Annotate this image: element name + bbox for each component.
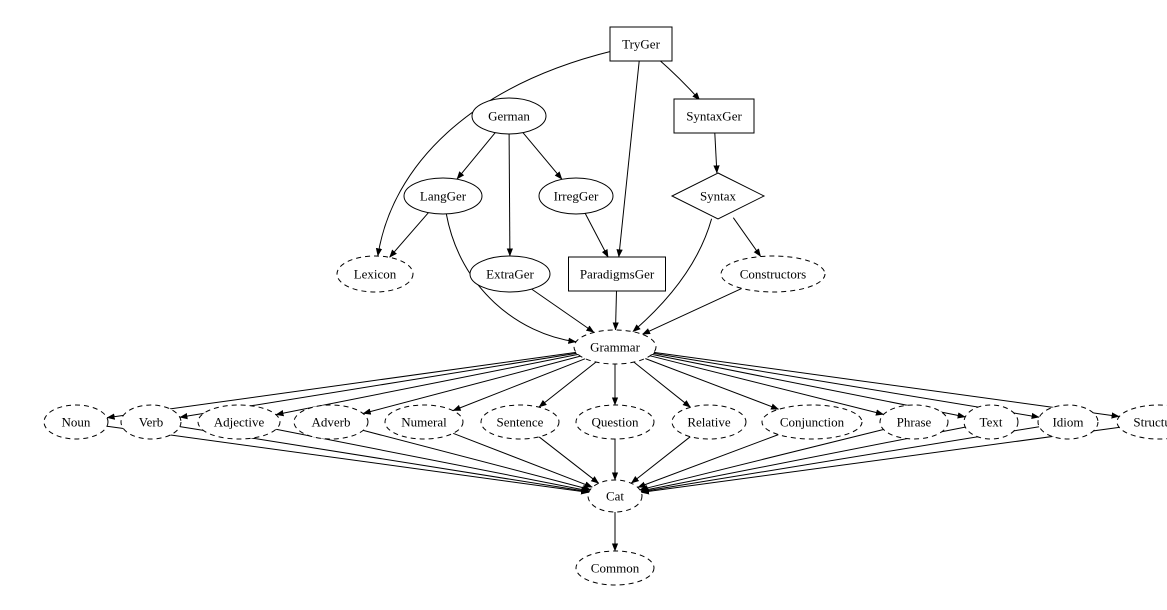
node-Idiom: [1037, 404, 1099, 440]
node-Noun: [43, 404, 109, 440]
node-label-ParadigmsGer: ParadigmsGer: [580, 267, 655, 282]
node-Numeral: [384, 404, 464, 440]
edge-Conjunction-Cat: [637, 434, 779, 488]
node-label-Phrase: Phrase: [897, 415, 932, 430]
node-ExtraGer: [469, 255, 551, 293]
edge-Grammar-Adverb: [362, 355, 581, 415]
node-Adjective: [197, 404, 281, 440]
edge-Adverb-Cat: [363, 429, 591, 491]
edge-Grammar-Phrase: [649, 355, 885, 416]
node-Cat: [587, 479, 643, 513]
edge-Structural-Cat: [640, 426, 1120, 495]
node-label-SyntaxGer: SyntaxGer: [686, 109, 742, 124]
node-label-Text: Text: [980, 415, 1003, 430]
edge-LangGer-Lexicon: [389, 212, 429, 258]
edge-Adjective-Cat: [275, 428, 590, 493]
node-Text: [963, 404, 1019, 440]
node-label-TryGer: TryGer: [622, 37, 660, 52]
node-label-Grammar: Grammar: [590, 340, 640, 355]
edge-IrregGer-ParadigmsGer: [584, 213, 609, 258]
node-label-Constructors: Constructors: [740, 267, 806, 282]
node-Conjunction: [761, 404, 863, 440]
edge-German-LangGer: [456, 132, 496, 180]
node-label-German: German: [488, 109, 530, 124]
edge-TryGer-ParadigmsGer: [616, 60, 640, 258]
node-label-Lexicon: Lexicon: [354, 267, 397, 282]
node-Verb: [120, 404, 182, 440]
node-SyntaxGer: [673, 98, 755, 134]
node-Structural: [1116, 404, 1167, 440]
edge-Grammar-Conjunction: [645, 358, 780, 410]
node-Syntax: [670, 172, 766, 220]
node-Phrase: [879, 404, 949, 440]
node-Relative: [671, 404, 747, 440]
edge-Phrase-Cat: [639, 429, 884, 492]
nodes-layer: [43, 26, 1167, 586]
edge-Grammar-Structural: [653, 351, 1120, 419]
edge-Grammar-Noun: [106, 351, 577, 420]
edge-Relative-Cat: [630, 436, 691, 484]
node-TryGer: [609, 26, 673, 62]
node-label-Adjective: Adjective: [214, 415, 265, 430]
node-IrregGer: [538, 177, 614, 215]
node-Constructors: [720, 255, 826, 293]
edge-Syntax-Constructors: [732, 217, 762, 257]
node-Sentence: [480, 404, 560, 440]
node-label-Noun: Noun: [62, 415, 91, 430]
edge-German-IrregGer: [522, 132, 563, 180]
edge-ParadigmsGer-Grammar: [612, 290, 619, 331]
node-label-LangGer: LangGer: [420, 189, 467, 204]
node-label-Syntax: Syntax: [700, 189, 737, 204]
node-label-Structural: Structural: [1133, 415, 1167, 430]
edge-Grammar-Idiom: [653, 352, 1040, 420]
node-ParadigmsGer: [568, 256, 666, 292]
node-label-Cat: Cat: [606, 489, 624, 504]
edge-German-ExtraGer: [506, 133, 513, 257]
node-label-ExtraGer: ExtraGer: [486, 267, 534, 282]
edge-TryGer-Lexicon: [375, 50, 613, 257]
edge-Grammar-Numeral: [452, 358, 586, 412]
node-Adverb: [293, 404, 369, 440]
node-Lexicon: [336, 255, 414, 293]
node-label-Idiom: Idiom: [1052, 415, 1083, 430]
node-German: [471, 97, 547, 135]
node-label-Common: Common: [591, 561, 640, 576]
edge-Idiom-Cat: [640, 426, 1040, 494]
node-label-Conjunction: Conjunction: [780, 415, 845, 430]
edge-ExtraGer-Grammar: [531, 288, 595, 333]
edge-TryGer-SyntaxGer: [657, 58, 701, 101]
node-Grammar: [573, 329, 657, 365]
edge-Sentence-Cat: [538, 436, 600, 484]
edge-Grammar-Adjective: [275, 353, 579, 417]
node-label-Numeral: Numeral: [401, 415, 447, 430]
edge-Constructors-Grammar: [641, 287, 743, 335]
edge-Numeral-Cat: [452, 432, 593, 488]
edge-Grammar-Sentence: [538, 361, 597, 408]
node-label-Sentence: Sentence: [497, 415, 544, 430]
edge-LangGer-Grammar: [445, 213, 577, 344]
node-LangGer: [403, 177, 483, 215]
edge-Syntax-Grammar: [632, 218, 713, 333]
node-label-Relative: Relative: [687, 415, 731, 430]
edges-layer: [106, 50, 1120, 552]
node-label-Adverb: Adverb: [312, 415, 351, 430]
node-label-Verb: Verb: [139, 415, 164, 430]
edge-Grammar-Relative: [633, 361, 691, 408]
node-label-Question: Question: [592, 415, 639, 430]
node-Question: [575, 404, 655, 440]
edge-SyntaxGer-Syntax: [713, 132, 720, 174]
edge-Noun-Cat: [106, 425, 590, 495]
node-label-IrregGer: IrregGer: [554, 189, 599, 204]
